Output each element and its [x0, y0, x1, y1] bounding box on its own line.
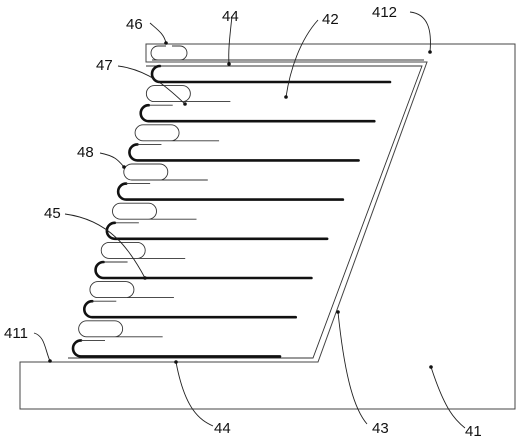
- leader-dots: [48, 41, 433, 369]
- fin-group: [71, 45, 392, 358]
- label-45: 45: [44, 205, 61, 222]
- fin-thin-11: [89, 281, 174, 299]
- top-loop-46: [150, 45, 188, 61]
- fin-thin-3: [134, 124, 220, 142]
- fin-thick-6: [116, 182, 345, 201]
- label-41: 41: [465, 423, 482, 440]
- fin-thick-8: [105, 221, 329, 241]
- inclined-face-inner-line: [68, 65, 423, 359]
- fin-thick-4: [128, 143, 360, 162]
- label-44-bottom: 44: [214, 420, 231, 437]
- fin-thin-9: [100, 241, 186, 259]
- fin-thick-12: [83, 299, 298, 319]
- label-47: 47: [96, 57, 113, 74]
- label-412: 412: [372, 4, 397, 21]
- label-48: 48: [77, 144, 94, 161]
- fin-thick-2: [139, 103, 376, 123]
- label-44-top: 44: [222, 8, 239, 25]
- leader-lines: [33, 11, 466, 429]
- fin-thin-1: [145, 85, 231, 103]
- main-body-outline: [19, 43, 516, 410]
- label-43: 43: [372, 420, 389, 437]
- label-42: 42: [322, 11, 339, 28]
- label-411: 411: [4, 325, 28, 342]
- fin-thin-7: [112, 202, 197, 220]
- label-46: 46: [126, 16, 143, 33]
- fin-thin-5: [123, 163, 208, 181]
- fin-thick-14: [71, 339, 282, 358]
- fin-thin-13: [78, 320, 163, 338]
- fin-thick-0: [150, 64, 392, 84]
- fin-thick-10: [94, 260, 313, 280]
